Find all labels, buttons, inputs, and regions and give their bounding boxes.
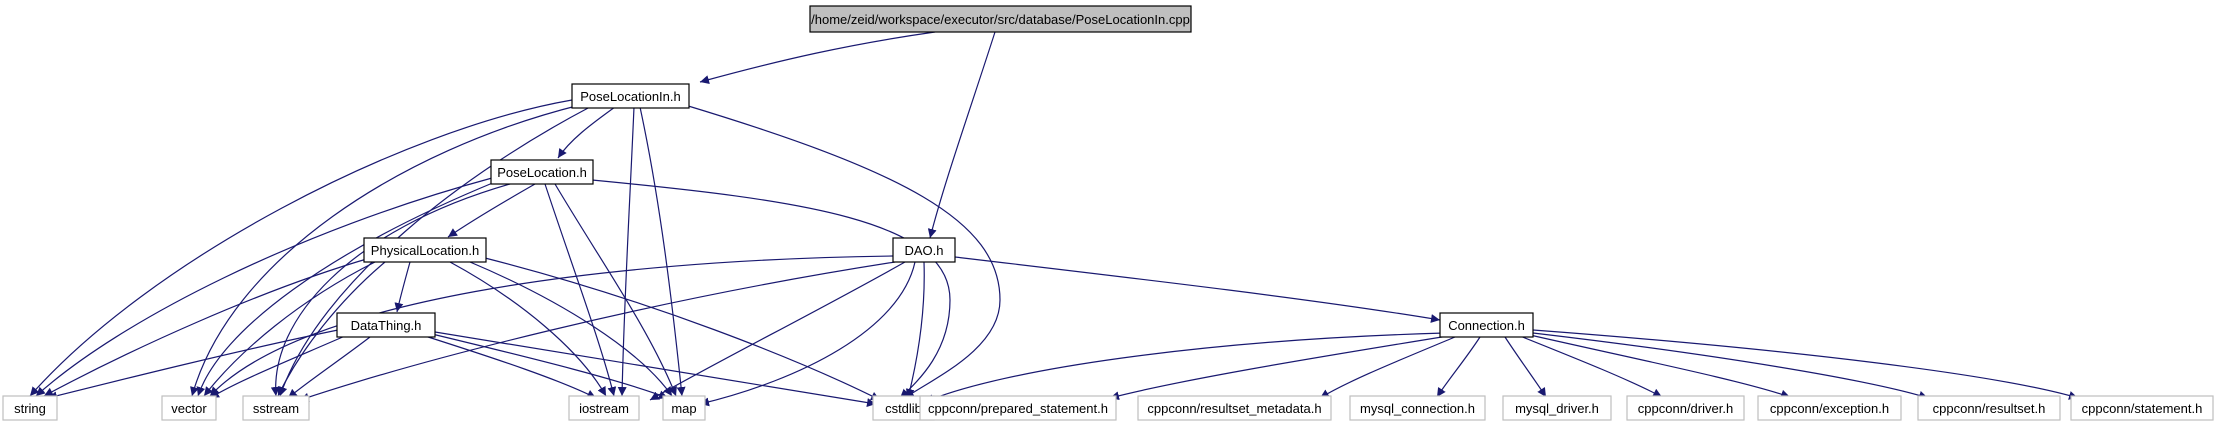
edge-poselocationin-to-poselocation <box>557 106 616 159</box>
node-cppconn-statement-label: cppconn/statement.h <box>2082 401 2203 416</box>
edge-dao-to-sstream <box>299 261 896 402</box>
node-cppconn-resultset-label: cppconn/resultset.h <box>1933 401 2046 416</box>
node-cppconn-exception-label: cppconn/exception.h <box>1770 401 1889 416</box>
node-poselocation-h[interactable]: PoseLocation.h <box>490 159 594 185</box>
edge-poselocation-to-vector <box>196 181 496 397</box>
edge-physicallocation-to-string <box>43 257 371 397</box>
edge-physicallocation-to-cstdlib <box>484 257 881 401</box>
edge-dao-to-connection <box>954 256 1441 323</box>
node-cppconn-driver-label: cppconn/driver.h <box>1638 401 1733 416</box>
node-poselocationin-h[interactable]: PoseLocationIn.h <box>571 83 690 109</box>
node-string-label: string <box>14 401 46 416</box>
nodes: /home/zeid/workspace/executor/src/databa… <box>2 5 2214 421</box>
edge-poselocationin-to-vector <box>190 104 581 397</box>
node-poselocation-h-label: PoseLocation.h <box>497 165 587 180</box>
node-string[interactable]: string <box>2 395 58 421</box>
edge-physicallocation-to-datathing <box>394 261 411 313</box>
node-physicallocation-h-label: PhysicalLocation.h <box>371 243 479 258</box>
edges <box>29 31 2079 407</box>
node-mysql-connection[interactable]: mysql_connection.h <box>1349 395 1486 421</box>
node-resultset-metadata[interactable]: cppconn/resultset_metadata.h <box>1137 395 1332 421</box>
edge-connection-to-driver <box>1519 335 1663 398</box>
node-cppconn-resultset[interactable]: cppconn/resultset.h <box>1917 395 2061 421</box>
edge-dao-to-vector <box>209 255 894 397</box>
node-iostream-label: iostream <box>579 401 629 416</box>
edge-physicallocation-to-vector <box>203 261 376 397</box>
edge-main-to-dao-h <box>927 31 996 239</box>
node-iostream[interactable]: iostream <box>568 395 640 421</box>
edge-poselocationin-to-sstream <box>278 106 591 397</box>
edge-physicallocation-to-map <box>469 261 673 397</box>
edge-connection-to-statement <box>1532 329 2079 400</box>
edge-poselocationin-to-iostream <box>617 106 635 397</box>
node-main-file-label: /home/zeid/workspace/executor/src/databa… <box>811 12 1190 27</box>
edge-connection-to-mysql-driver <box>1504 336 1547 398</box>
node-prepared-statement[interactable]: cppconn/prepared_statement.h <box>919 395 1117 421</box>
node-vector[interactable]: vector <box>161 395 217 421</box>
edge-connection-to-resultset-metadata <box>1319 336 1456 399</box>
node-mysql-driver-label: mysql_driver.h <box>1515 401 1599 416</box>
node-connection-h-label: Connection.h <box>1448 318 1525 333</box>
node-main-file[interactable]: /home/zeid/workspace/executor/src/databa… <box>809 5 1192 33</box>
node-sstream[interactable]: sstream <box>242 395 310 421</box>
edge-connection-to-mysql-connection <box>1436 336 1481 398</box>
edge-connection-to-cstdlib <box>924 332 1446 403</box>
edge-datathing-to-sstream <box>287 336 371 399</box>
edge-datathing-to-cstdlib <box>434 331 877 407</box>
node-connection-h[interactable]: Connection.h <box>1439 312 1534 338</box>
edge-poselocationin-to-string <box>29 99 573 397</box>
edge-physicallocation-to-iostream <box>449 261 607 397</box>
node-map-label: map <box>671 401 696 416</box>
edge-dao-to-map <box>699 261 916 407</box>
node-prepared-statement-label: cppconn/prepared_statement.h <box>928 401 1108 416</box>
node-datathing-h-label: DataThing.h <box>351 318 422 333</box>
node-mysql-driver[interactable]: mysql_driver.h <box>1502 395 1612 421</box>
node-dao-h[interactable]: DAO.h <box>892 237 956 263</box>
edge-poselocation-to-sstream <box>270 183 511 397</box>
node-mysql-connection-label: mysql_connection.h <box>1360 401 1475 416</box>
node-vector-label: vector <box>171 401 207 416</box>
node-physicallocation-h[interactable]: PhysicalLocation.h <box>363 237 487 263</box>
edge-poselocation-to-string <box>35 177 493 397</box>
node-map[interactable]: map <box>662 395 706 421</box>
edge-poselocation-to-iostream <box>544 183 617 397</box>
node-poselocationin-h-label: PoseLocationIn.h <box>580 89 680 104</box>
edge-poselocationin-to-cstdlib <box>684 104 1001 399</box>
edge-datathing-to-string <box>47 329 339 401</box>
node-datathing-h[interactable]: DataThing.h <box>336 312 436 338</box>
edge-dao-to-cstdlib <box>905 261 925 399</box>
edge-poselocationin-to-map <box>639 106 686 397</box>
edge-connection-to-resultset <box>1532 332 1929 400</box>
edge-physicallocation-to-sstream <box>277 261 386 397</box>
node-cstdlib-label: cstdlib <box>885 401 922 416</box>
node-cppconn-statement[interactable]: cppconn/statement.h <box>2070 395 2214 421</box>
edge-datathing-to-vector <box>209 335 346 399</box>
node-cppconn-exception[interactable]: cppconn/exception.h <box>1757 395 1902 421</box>
node-cppconn-driver[interactable]: cppconn/driver.h <box>1626 395 1745 421</box>
edge-datathing-to-map <box>431 333 669 400</box>
edge-main-to-poselocationin-h <box>699 31 936 84</box>
node-dao-h-label: DAO.h <box>904 243 943 258</box>
node-resultset-metadata-label: cppconn/resultset_metadata.h <box>1147 401 1321 416</box>
edge-dao-to-iostream <box>649 261 906 401</box>
edge-connection-to-exception <box>1529 334 1791 399</box>
edge-poselocation-to-physicallocation <box>447 183 536 238</box>
edge-poselocation-to-map <box>554 183 677 397</box>
node-sstream-label: sstream <box>253 401 299 416</box>
edge-poselocation-to-cstdlib <box>591 179 951 399</box>
edge-connection-to-prepared-statement <box>1109 335 1449 401</box>
edge-datathing-to-iostream <box>424 335 597 399</box>
